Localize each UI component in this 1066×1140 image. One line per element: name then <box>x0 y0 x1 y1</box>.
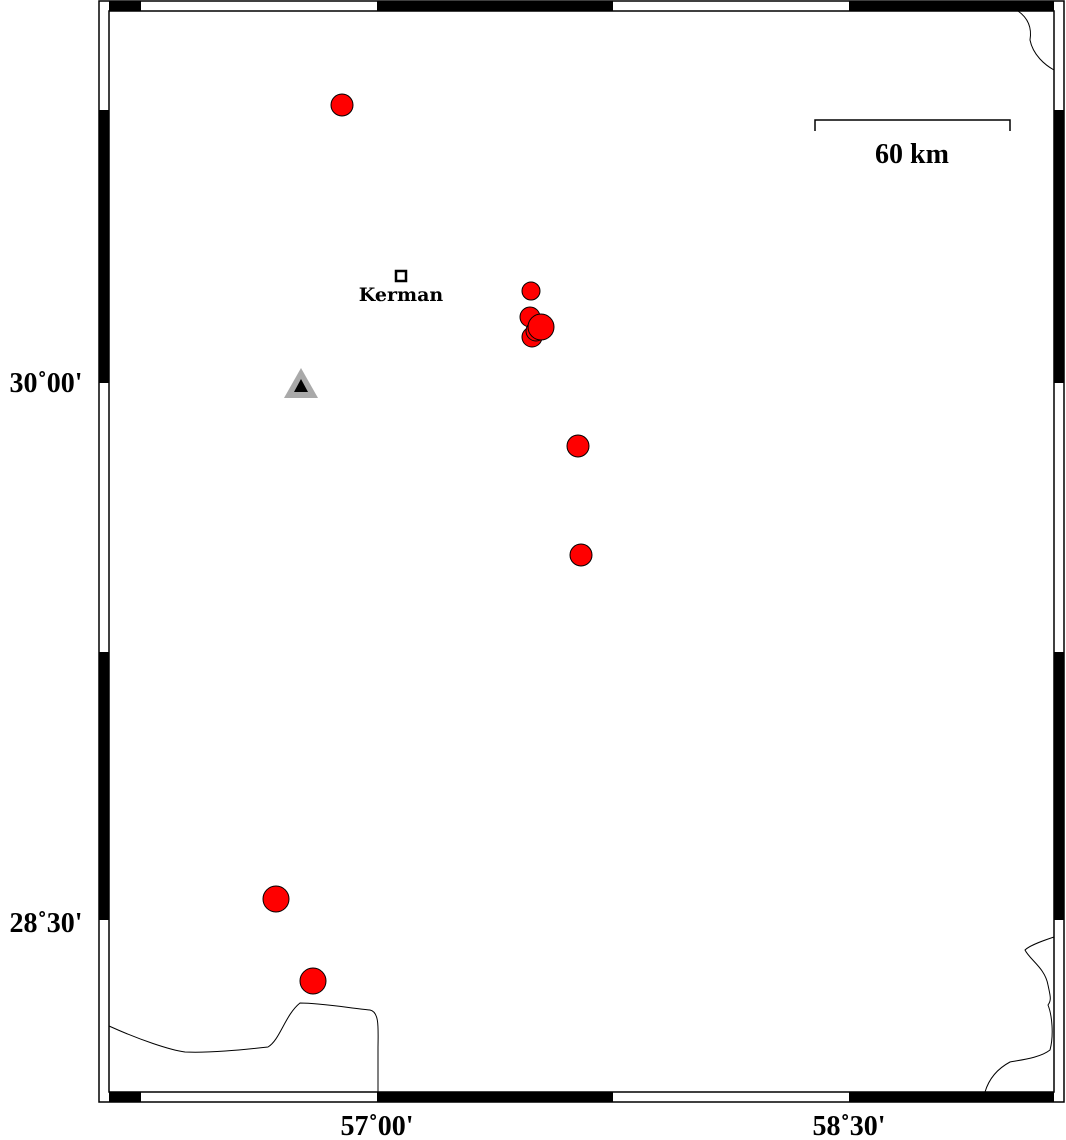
square-city-icon <box>394 269 408 283</box>
earthquake-events <box>262 93 593 995</box>
earthquake-event <box>262 885 290 913</box>
coastline-southeast <box>984 936 1055 1093</box>
lat-label-30-00: 30˚00' <box>9 368 82 399</box>
frame-right <box>1054 110 1064 920</box>
station-marker <box>284 368 318 398</box>
scale-bar-label: 60 km <box>875 139 949 170</box>
earthquake-event <box>569 543 593 567</box>
frame-top <box>109 1 1054 11</box>
lon-label-57-00: 57˚00' <box>340 1111 413 1140</box>
lat-label-28-30: 28˚30' <box>9 908 82 939</box>
city-label: Kerman <box>359 284 444 306</box>
coastline-northeast <box>1017 10 1055 71</box>
station-inner-triangle <box>294 379 308 392</box>
earthquake-event <box>527 313 555 341</box>
scale-bar: 60 km <box>814 119 1011 170</box>
earthquake-event <box>299 967 327 995</box>
earthquake-event <box>566 434 590 458</box>
earthquake-event <box>521 281 541 301</box>
coastlines <box>108 10 1055 1093</box>
coastline-south <box>108 1002 379 1092</box>
city-kerman: Kerman <box>359 269 444 306</box>
frame-bottom <box>109 1092 1054 1102</box>
frame-left <box>99 110 109 920</box>
earthquake-event <box>330 93 354 117</box>
lon-label-58-30: 58˚30' <box>812 1111 885 1140</box>
